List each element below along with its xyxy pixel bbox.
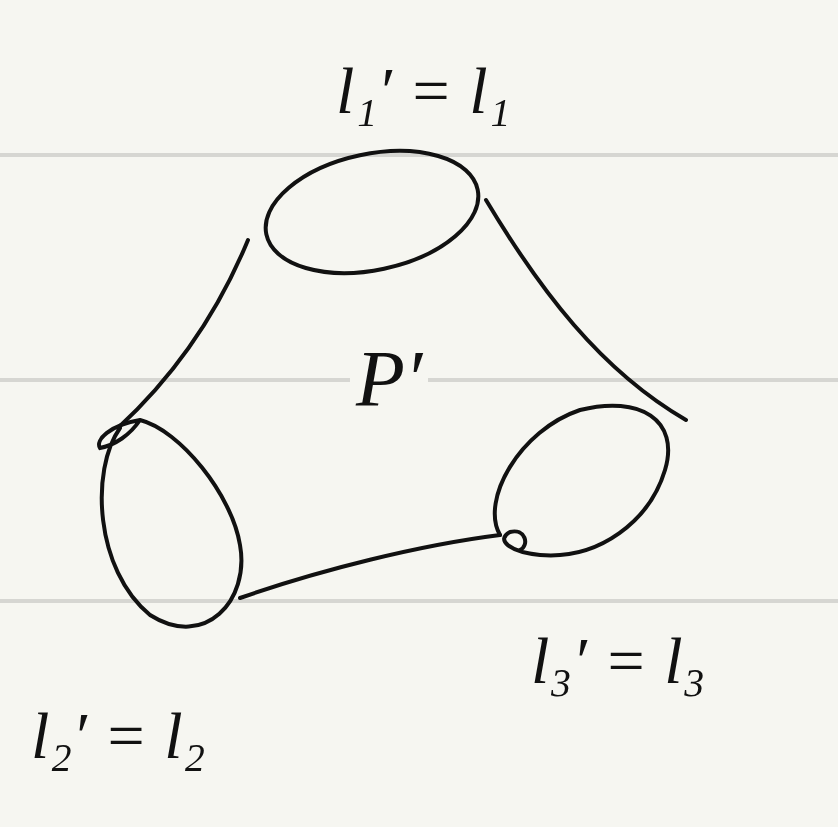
ruled-line [0, 599, 838, 603]
pants-surface [99, 133, 686, 627]
top-cuff [254, 133, 489, 291]
math-label: l₃′ = l₃ [525, 625, 712, 698]
right-cuff [495, 406, 668, 556]
ruled-lines [0, 155, 838, 601]
bottom-side [240, 535, 500, 598]
left-side [118, 240, 248, 428]
right-side [486, 200, 686, 420]
left-cuff [99, 420, 241, 627]
math-label: l₂′ = l₂ [25, 700, 212, 773]
math-label: P′ [350, 335, 428, 423]
math-label: l₁′ = l₁ [330, 55, 517, 128]
